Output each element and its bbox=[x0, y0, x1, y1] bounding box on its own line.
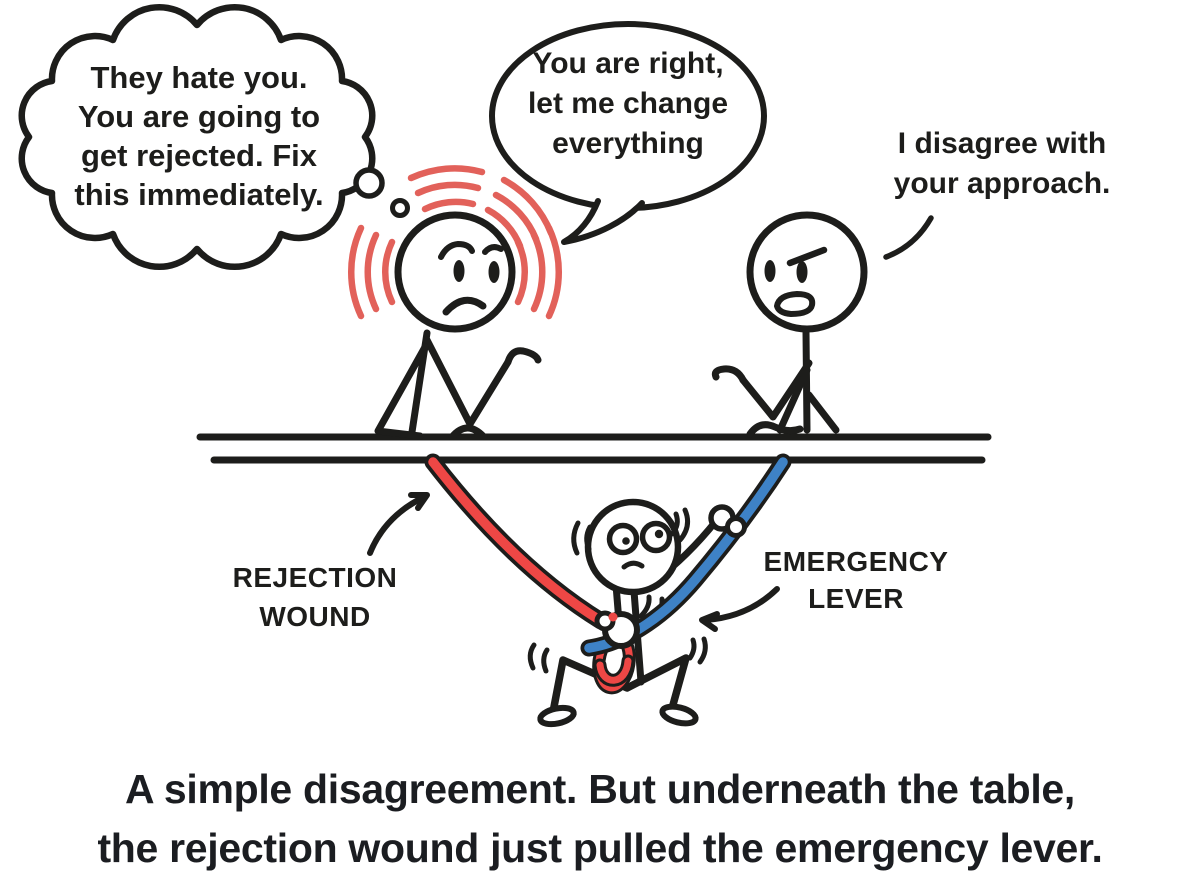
thought-line: They hate you. bbox=[90, 60, 308, 95]
legs bbox=[549, 654, 690, 716]
left-person-face bbox=[438, 241, 504, 316]
worried-eyebrows bbox=[438, 241, 475, 260]
label-line: LEVER bbox=[808, 583, 904, 614]
speech-bubble-tail bbox=[561, 198, 645, 245]
small-frown bbox=[621, 560, 645, 570]
label-line: WOUND bbox=[259, 601, 371, 632]
caption-line: A simple disagreement. But underneath th… bbox=[124, 766, 1076, 812]
under-person-face bbox=[606, 520, 673, 570]
speech-bubble-text: You are right, let me change everything bbox=[478, 44, 778, 164]
right-person-face bbox=[764, 246, 828, 317]
rejection-wound-arrow bbox=[367, 492, 430, 556]
speech-line: You are right, bbox=[532, 47, 724, 80]
label-line: REJECTION bbox=[232, 562, 398, 593]
angry-eyebrow bbox=[786, 246, 828, 267]
caption: A simple disagreement. But underneath th… bbox=[50, 760, 1150, 878]
left-foot bbox=[537, 704, 577, 728]
thought-line: get rejected. Fix bbox=[80, 138, 318, 173]
right-person-speech-text: I disagree with your approach. bbox=[852, 124, 1152, 204]
thought-trail-bubble-small bbox=[390, 198, 410, 218]
speech-line: let me change bbox=[527, 87, 729, 120]
speech-line: everything bbox=[552, 127, 704, 160]
disagree-line: I disagree with bbox=[897, 127, 1107, 160]
rope-tip bbox=[608, 612, 618, 622]
left-person bbox=[348, 165, 562, 441]
caption-line: the rejection wound just pulled the emer… bbox=[97, 825, 1103, 871]
right-foot bbox=[659, 703, 699, 727]
emergency-lever-label: EMERGENCY LEVER bbox=[736, 543, 976, 617]
frown-mouth bbox=[442, 296, 487, 316]
emergency-lever-arrow bbox=[699, 586, 780, 632]
thought-line: this immediately. bbox=[74, 177, 324, 212]
stress-arcs bbox=[348, 165, 562, 320]
right-person bbox=[711, 211, 868, 438]
hands bbox=[594, 504, 747, 649]
thought-bubble-text: They hate you. You are going to get reje… bbox=[29, 58, 369, 214]
speech-bubble bbox=[489, 21, 767, 245]
table bbox=[196, 433, 992, 464]
thought-line: You are going to bbox=[77, 99, 321, 134]
thought-cloud bbox=[18, 4, 410, 270]
thought-trail-bubble-large bbox=[353, 167, 385, 199]
under-table-person bbox=[527, 498, 720, 728]
rejection-wound-label: REJECTION WOUND bbox=[195, 558, 435, 636]
speech-curve bbox=[883, 215, 934, 260]
left-person-body bbox=[374, 329, 542, 441]
open-mouth bbox=[774, 291, 816, 317]
rope-loop-front bbox=[593, 654, 635, 687]
label-line: EMERGENCY bbox=[763, 546, 949, 577]
disagree-line: your approach. bbox=[893, 167, 1111, 200]
right-person-body bbox=[711, 328, 840, 438]
